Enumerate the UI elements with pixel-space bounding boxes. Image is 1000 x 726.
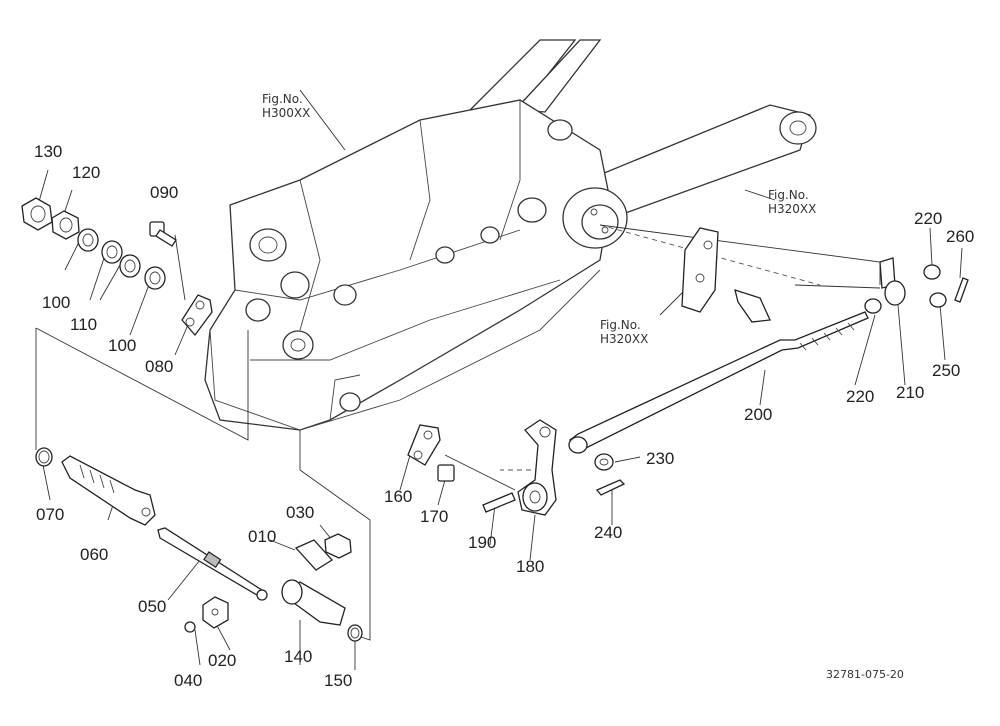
fig-ref-label: Fig.No. bbox=[768, 188, 809, 202]
part-200-rod bbox=[568, 311, 869, 454]
part-060-shaft bbox=[61, 455, 156, 526]
label-240: 240 bbox=[594, 523, 623, 542]
part-090-bolt bbox=[149, 221, 177, 247]
label-080: 080 bbox=[145, 357, 174, 376]
label-070: 070 bbox=[36, 505, 65, 524]
part-110-washers bbox=[101, 240, 141, 278]
label-010: 010 bbox=[248, 527, 277, 546]
part-180-lever bbox=[517, 419, 557, 516]
label-220-lower: 220 bbox=[846, 387, 875, 406]
part-130-nut bbox=[21, 197, 53, 231]
part-040-clip bbox=[184, 621, 196, 633]
label-230: 230 bbox=[646, 449, 675, 468]
part-220-washer-b bbox=[864, 298, 882, 314]
label-220-upper: 220 bbox=[914, 209, 943, 228]
fig-ref-h320-lower[interactable]: Fig.No. H320XX bbox=[600, 318, 648, 346]
label-120: 120 bbox=[72, 163, 101, 182]
projection-lines bbox=[500, 224, 821, 471]
part-250-washer bbox=[929, 292, 947, 308]
drawing-number: 32781-075-20 bbox=[826, 668, 904, 681]
part-050-spool bbox=[157, 527, 268, 601]
label-100-upper: 100 bbox=[42, 293, 71, 312]
part-160-plate bbox=[407, 424, 441, 466]
part-100-washer-a bbox=[77, 228, 99, 252]
part-210-link bbox=[879, 257, 906, 306]
hydraulic-housing bbox=[204, 39, 817, 431]
label-250: 250 bbox=[932, 361, 961, 380]
label-020: 020 bbox=[208, 651, 237, 670]
part-140-sleeve bbox=[281, 579, 346, 626]
part-170-bolt bbox=[437, 464, 455, 482]
part-120-nut bbox=[51, 210, 80, 240]
part-010-plug bbox=[294, 539, 334, 571]
part-arm-bracket bbox=[681, 227, 771, 323]
label-090: 090 bbox=[150, 183, 179, 202]
label-180: 180 bbox=[516, 557, 545, 576]
label-130: 130 bbox=[34, 142, 63, 161]
fig-ref-h320-upper[interactable]: Fig.No. H320XX bbox=[768, 188, 816, 216]
label-210: 210 bbox=[896, 383, 925, 402]
part-230-washer bbox=[594, 453, 614, 471]
label-170: 170 bbox=[420, 507, 449, 526]
fig-ref-label: Fig.No. bbox=[600, 318, 641, 332]
label-190: 190 bbox=[468, 533, 497, 552]
part-080-gasket bbox=[181, 294, 213, 337]
label-150: 150 bbox=[324, 671, 353, 690]
part-070-o-ring bbox=[35, 447, 53, 467]
fig-ref-number: H320XX bbox=[600, 332, 649, 346]
label-140: 140 bbox=[284, 647, 313, 666]
label-200: 200 bbox=[744, 405, 773, 424]
label-160: 160 bbox=[384, 487, 413, 506]
label-050: 050 bbox=[138, 597, 167, 616]
part-190-pin bbox=[482, 492, 516, 513]
part-240-cotter-pin bbox=[595, 479, 626, 496]
label-110: 110 bbox=[70, 315, 98, 334]
part-260-pin bbox=[954, 277, 969, 303]
label-040: 040 bbox=[174, 671, 203, 690]
part-220-washer-a bbox=[923, 264, 941, 280]
label-060: 060 bbox=[80, 545, 109, 564]
fig-ref-label: Fig.No. bbox=[262, 92, 303, 106]
fig-ref-h300[interactable]: Fig.No. H300XX bbox=[262, 92, 310, 120]
part-030-nut bbox=[324, 533, 352, 559]
part-100-washer-b bbox=[144, 266, 166, 290]
fig-ref-number: H320XX bbox=[768, 202, 817, 216]
part-020-block bbox=[202, 596, 229, 629]
label-260: 260 bbox=[946, 227, 975, 246]
label-100-lower: 100 bbox=[108, 336, 137, 355]
fig-ref-number: H300XX bbox=[262, 106, 311, 120]
label-030: 030 bbox=[286, 503, 315, 522]
part-150-o-ring bbox=[347, 624, 363, 642]
